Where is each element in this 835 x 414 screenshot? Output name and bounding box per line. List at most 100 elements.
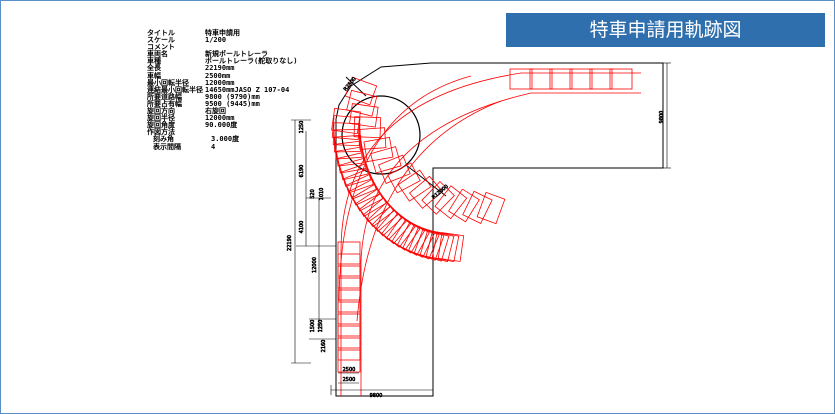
dim-small-d: 1250 <box>318 320 324 333</box>
page-title: 特車申請用軌跡図 <box>506 13 825 47</box>
vehicle-trace-rect <box>337 325 361 349</box>
dim-lane-b: 2500 <box>343 377 356 383</box>
dim-seg-mid: 4100 <box>299 221 305 234</box>
spec-label: 全長 <box>147 64 161 73</box>
spec-label: コメント <box>147 43 175 52</box>
dim-small-c: 1500 <box>310 320 316 333</box>
vehicle-trace-rect <box>431 231 460 263</box>
vehicle-trace-rect <box>529 68 553 90</box>
vehicle-trace-rect <box>334 140 365 167</box>
vehicle-trace-rect <box>370 146 402 174</box>
vehicle-trace-rect <box>609 68 633 90</box>
vehicle-trace-rect <box>337 277 361 301</box>
spec-value: 4 <box>211 142 216 151</box>
spec-row: 所要道路幅 9800 (9790)mm <box>147 92 297 101</box>
vehicle-trace-rect <box>378 154 411 184</box>
vehicle-trace-rect <box>437 232 465 262</box>
vehicle-trace-rect <box>363 136 394 163</box>
vehicle-traces <box>331 68 641 396</box>
vehicle-trace-rect <box>462 190 493 224</box>
spec-row: コメント <box>147 44 297 51</box>
spec-row: 旋回角度 90.000度 <box>147 122 297 129</box>
vehicle-trace-rect <box>476 191 506 225</box>
vehicle-trace-rect <box>355 188 391 223</box>
spec-value: 2500mm <box>205 71 231 80</box>
dim-seg-lower: 12000 <box>312 257 318 273</box>
vehicle-trace-rect <box>397 169 432 202</box>
swept-path <box>356 100 502 322</box>
vehicle-trace-rect <box>549 68 573 90</box>
radius-leader <box>405 164 447 197</box>
spec-label: 連結最小回転半径 <box>147 85 203 94</box>
spec-value: ポールトレーラ(舵取りなし) <box>205 57 298 66</box>
spec-label: 所要道路幅 <box>147 92 182 101</box>
spec-row: 全長 22190mm <box>147 65 297 72</box>
vehicle-trace-rect <box>387 162 421 194</box>
spec-value: 12000mm <box>205 114 235 123</box>
spec-label: 旋回方向 <box>147 107 175 116</box>
spec-value: 12000mm <box>205 78 235 87</box>
dim-total-length: 22190 <box>287 235 293 251</box>
dim-radius-small: R2500 <box>343 76 358 92</box>
spec-value: 14650mmJASO Z 107-04 <box>205 85 290 94</box>
turning-circle <box>341 95 421 175</box>
vehicle-trace-rect <box>337 337 361 361</box>
spec-value: 9800 (9790)mm <box>205 92 260 101</box>
vehicle-trace-rect <box>337 241 361 265</box>
vehicle-trace-rect <box>569 68 593 90</box>
spec-label: 作図方法 <box>147 128 175 137</box>
vehicle-trace-rect <box>337 253 361 277</box>
spec-row: 車両名新規ポールトレーラ <box>147 51 297 58</box>
spec-label: 車種 <box>147 57 161 66</box>
vehicle-trace-rect <box>334 134 363 160</box>
spec-label: 最小回転半径 <box>147 78 189 87</box>
swept-path <box>360 92 641 396</box>
vehicle-trace-rect <box>434 185 468 220</box>
dim-bottom-width: 9800 <box>370 393 383 399</box>
dim-seg-upper: 6190 <box>299 165 305 178</box>
spec-value: 22190mm <box>205 64 235 73</box>
dim-small-a: 520 <box>310 189 316 199</box>
spec-value: 1/200 <box>205 36 227 45</box>
dim-small-e: 2160 <box>321 340 327 353</box>
vehicle-trace-rect <box>341 163 374 194</box>
spec-label: スケール <box>147 36 175 45</box>
spec-label: 車両名 <box>147 50 168 59</box>
spec-value: 90.000度 <box>205 121 238 130</box>
spec-row: 作図方法 <box>147 129 297 136</box>
vehicle-trace-rect <box>331 115 361 141</box>
spec-row: 車種 ポールトレーラ(舵取りなし) <box>147 58 297 65</box>
vehicle-trace-rect <box>337 289 361 313</box>
spec-row: 最小回転半径 12000mm <box>147 78 297 87</box>
dim-lane-a: 2500 <box>343 367 356 373</box>
dim-right-width: 9800 <box>659 111 665 124</box>
spec-row: スケール 1/200 <box>147 36 297 45</box>
spec-value: 9500 (9445)mm <box>205 99 260 108</box>
spec-label: 車幅 <box>147 71 161 80</box>
vehicle-trace-rect <box>358 127 387 150</box>
spec-value: 特車申請用 <box>205 29 240 37</box>
spec-label: 旋回角度 <box>147 121 175 130</box>
spec-row: 車幅 2500mm <box>147 71 297 80</box>
spec-row: 旋回方向右旋回 <box>147 107 297 116</box>
dim-small-b: 1010 <box>319 188 325 201</box>
vehicle-trace-rect <box>509 68 533 90</box>
spec-value: 3.000度 <box>211 135 240 144</box>
spec-row: 刻み角 3.000度 <box>147 136 297 143</box>
vehicle-trace-rect <box>337 301 361 325</box>
spec-label: 刻み角 <box>153 135 174 144</box>
vehicle-trace-rect <box>421 181 455 215</box>
vehicle-trace-rect <box>409 175 443 209</box>
swept-path <box>340 72 641 396</box>
vehicle-trace-rect <box>419 229 450 262</box>
vehicle-trace-rect <box>333 129 361 153</box>
vehicle-trace-rect <box>332 122 361 147</box>
dim-small-top: 1250 <box>299 121 305 134</box>
